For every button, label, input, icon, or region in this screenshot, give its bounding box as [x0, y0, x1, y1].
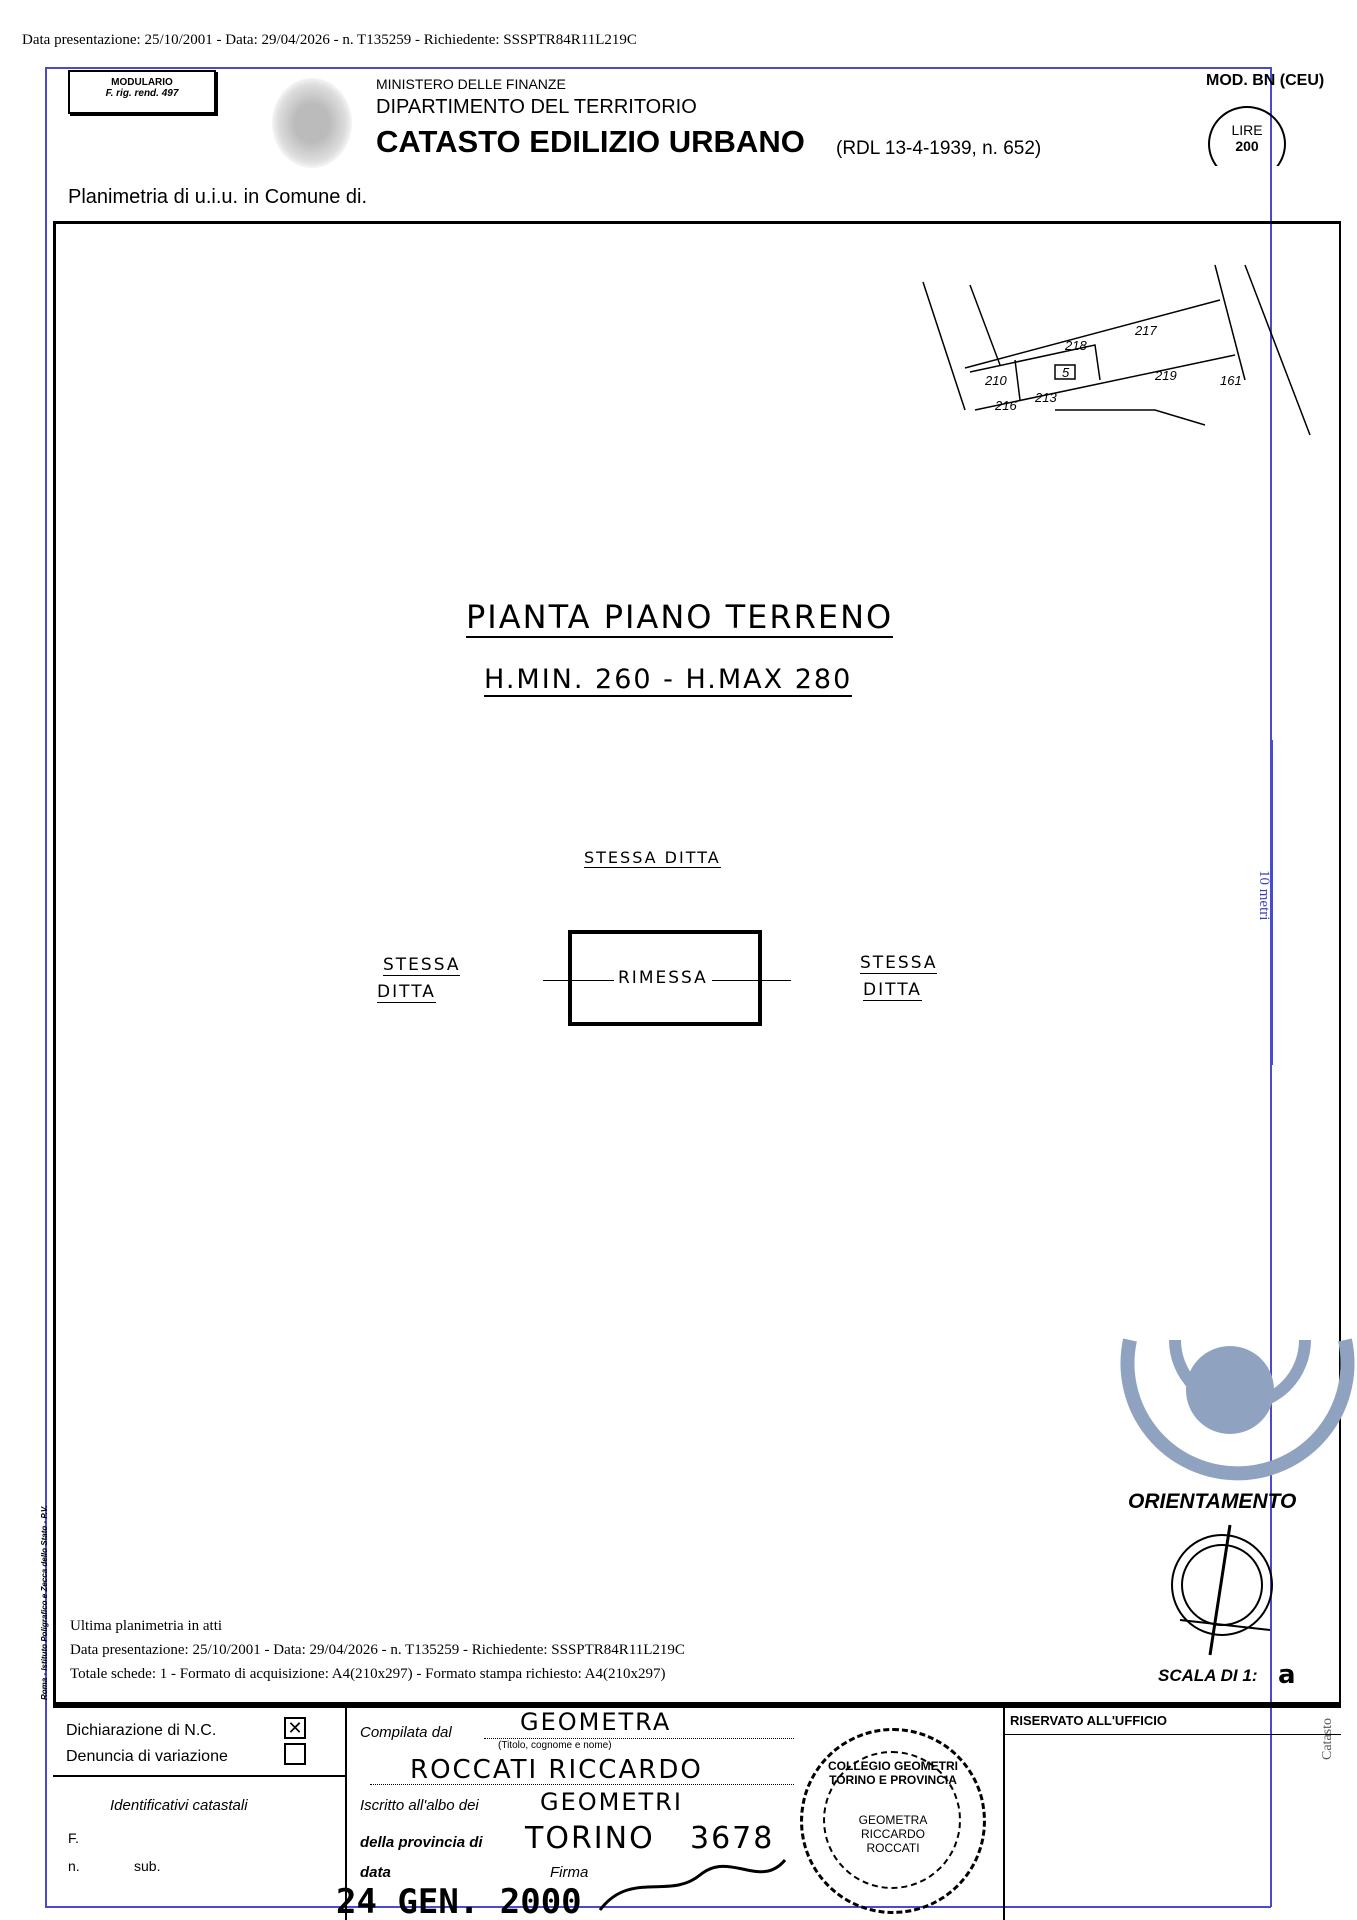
data-label: data [360, 1864, 391, 1881]
scale-value: a [1278, 1660, 1298, 1690]
footer-divider-2 [1003, 1705, 1005, 1920]
submission-header: Data presentazione: 25/10/2001 - Data: 2… [22, 32, 637, 48]
blue-frame-left [45, 67, 47, 1907]
compilata-label: Compilata dal [360, 1724, 452, 1741]
dichiarazione-checkbox[interactable]: ✕ [284, 1717, 306, 1739]
document-title: CATASTO EDILIZIO URBANO [376, 124, 805, 159]
label-left-2: DITTA [377, 982, 436, 1003]
parcel-213: 213 [1034, 390, 1057, 405]
seal-outer-text: COLLEGIO GEOMETRI TORINO E PROVINCIA [827, 1759, 958, 1787]
site-map-sketch: 218 217 210 219 216 213 161 5 [922, 264, 1311, 436]
denuncia-label: Denuncia di variazione [66, 1748, 228, 1765]
overlay-footer-submission: Data presentazione: 25/10/2001 - Data: 2… [70, 1642, 685, 1658]
side-label: Catasto [1320, 1718, 1335, 1760]
watermark-logo [1120, 1338, 1355, 1481]
scale-label: SCALA DI 1: [1158, 1666, 1258, 1685]
compilata-value: GEOMETRA [520, 1708, 672, 1736]
lire-label: LIRE [1231, 122, 1263, 138]
label-left-1: STESSA [383, 955, 461, 976]
titolo-hint: (Titolo, cognome e nome) [498, 1740, 612, 1751]
label-top-same-owner: STESSA DITTA [584, 848, 721, 868]
drawing-frame [53, 221, 1341, 1705]
emblem-seal [272, 78, 352, 168]
printer-note: Roma - Istituto Poligrafico e Zecca dell… [40, 1505, 49, 1700]
foglio-label: F. [68, 1830, 79, 1846]
parcel-161: 161 [1220, 373, 1242, 388]
overlay-last-plan: Ultima planimetria in atti [70, 1618, 223, 1634]
mod-label: MOD. BN (CEU) [1206, 72, 1325, 89]
provincia-label: della provincia di [360, 1834, 483, 1851]
parcel-218: 218 [1064, 338, 1087, 353]
name-line [370, 1756, 794, 1785]
signature [598, 1859, 787, 1911]
plan-heights: H.MIN. 260 - H.MAX 280 [484, 664, 853, 697]
orientation-label: ORIENTAMENTO [1128, 1490, 1297, 1513]
modulario-label: MODULARIO [111, 77, 173, 88]
title-reference: (RDL 13-4-1939, n. 652) [836, 138, 1042, 159]
albo-number: 3678 [690, 1821, 775, 1856]
dichiarazione-label: Dichiarazione di N.C. [66, 1722, 217, 1739]
plan-title: PIANTA PIANO TERRENO [466, 598, 894, 638]
north-arrow-icon [1171, 1524, 1273, 1656]
provincia-value: TORINO [525, 1821, 655, 1856]
footer-divider-4 [1003, 1734, 1341, 1735]
modulario-sub: F. rig. rend. 497 [105, 88, 179, 99]
footer-divider-3 [53, 1775, 345, 1777]
scale-bar [1270, 740, 1273, 1065]
identificativi-label: Identificativi catastali [110, 1797, 248, 1814]
overlay-footer-format: Totale schede: 1 - Formato di acquisizio… [70, 1666, 666, 1682]
lire-stamp: LIRE 200 [1208, 106, 1286, 166]
blue-frame-top [45, 67, 1271, 69]
parcel-5: 5 [1062, 365, 1070, 380]
modulario-box: MODULARIO F. rig. rend. 497 [68, 70, 216, 114]
firma-label: Firma [550, 1864, 589, 1881]
parcel-216: 216 [994, 398, 1017, 413]
parcel-219: 219 [1154, 368, 1177, 383]
name-value: ROCCATI RICCARDO [410, 1755, 703, 1785]
planimetria-label: Planimetria di u.i.u. in Comune di. [68, 186, 368, 208]
professional-seal: COLLEGIO GEOMETRI TORINO E PROVINCIA GEO… [800, 1728, 986, 1914]
lire-value: 200 [1235, 138, 1259, 154]
date-stamp: 24 GEN. 2000 [336, 1882, 582, 1920]
compilata-line [484, 1712, 794, 1739]
footer-top-rule [53, 1705, 1341, 1708]
blue-frame-bottom [45, 1906, 1271, 1908]
label-right-2: DITTA [863, 980, 922, 1001]
denuncia-checkbox[interactable] [284, 1743, 306, 1765]
parcel-217: 217 [1134, 323, 1157, 338]
ministry-label: MINISTERO DELLE FINANZE [376, 76, 566, 92]
numero-label: n. [68, 1858, 80, 1874]
seal-inner-text: GEOMETRA RICCARDO ROCCATI [858, 1813, 928, 1855]
department-label: DIPARTIMENTO DEL TERRITORIO [376, 96, 697, 118]
label-right-1: STESSA [860, 953, 938, 974]
parcel-210: 210 [984, 373, 1007, 388]
riservato-label: RISERVATO ALL'UFFICIO [1010, 1713, 1167, 1728]
room-rimessa [568, 930, 762, 1026]
footer-divider-1 [345, 1705, 347, 1920]
map-parcel-numbers: 218 217 210 219 216 213 161 5 [984, 323, 1242, 413]
sub-label: sub. [134, 1858, 161, 1874]
room-label: RIMESSA [614, 968, 712, 988]
iscritto-value: GEOMETRI [540, 1788, 683, 1816]
iscritto-label: Iscritto all'albo dei [360, 1797, 479, 1814]
